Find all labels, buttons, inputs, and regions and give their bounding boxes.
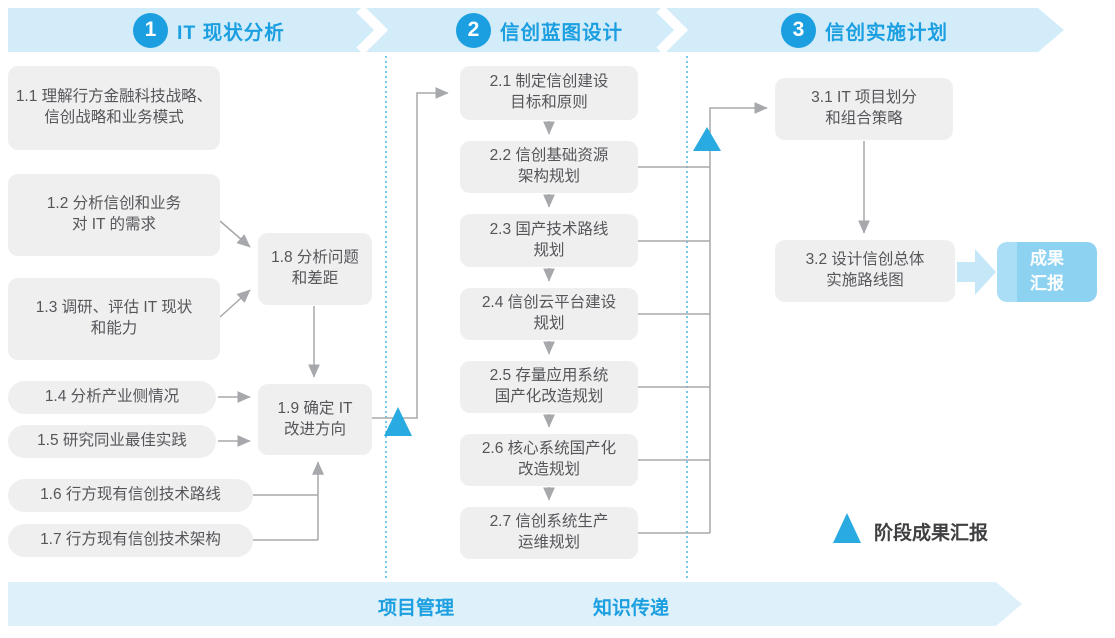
phase-2-header: 2 信创蓝图设计 — [456, 12, 623, 48]
step-box-3-1: 3.1 IT 项目划分 和组合策略 — [775, 78, 953, 140]
phase-1-header: 1 IT 现状分析 — [133, 12, 285, 48]
step-box-2-2: 2.2 信创基础资源 架构规划 — [460, 141, 638, 193]
result-block-arrow-icon — [957, 249, 996, 295]
phase-3-header: 3 信创实施计划 — [781, 12, 948, 48]
step-box-1-4: 1.4 分析产业侧情况 — [8, 381, 216, 414]
step-box-2-4: 2.4 信创云平台建设 规划 — [460, 288, 638, 340]
step-box-2-6: 2.6 核心系统国产化 改造规划 — [460, 434, 638, 486]
milestone-triangle-phase2-icon — [693, 127, 721, 151]
connectors — [218, 87, 870, 541]
footer-project-management-label: 项目管理 — [378, 598, 455, 619]
phase-3-title: 信创实施计划 — [825, 21, 949, 44]
step-box-2-7: 2.7 信创系统生产 运维规划 — [460, 507, 638, 559]
step-box-1-5: 1.5 研究同业最佳实践 — [8, 425, 216, 458]
step-box-1-2: 1.2 分析信创和业务 对 IT 的需求 — [8, 174, 220, 256]
step-box-1-1: 1.1 理解行方金融科技战略、 信创战略和业务模式 — [8, 66, 220, 150]
step-box-2-3: 2.3 国产技术路线 规划 — [460, 214, 638, 267]
step-box-1-9: 1.9 确定 IT 改进方向 — [258, 384, 372, 455]
step-box-2-1: 2.1 制定信创建设 目标和原则 — [460, 66, 638, 120]
phase-3-number-badge: 3 — [781, 12, 816, 48]
phase-2-title: 信创蓝图设计 — [500, 21, 624, 44]
result-report-box: 成果 汇报 — [997, 242, 1097, 302]
legend-triangle-icon — [833, 513, 861, 543]
milestone-triangle-phase1-icon — [384, 407, 412, 436]
footer-knowledge-transfer-label: 知识传递 — [593, 598, 670, 619]
step-box-1-7: 1.7 行方现有信创技术架构 — [8, 524, 253, 557]
phase-band-chevron-2 — [656, 5, 689, 55]
step-box-1-8: 1.8 分析问题 和差距 — [258, 233, 372, 305]
step-box-1-6: 1.6 行方现有信创技术路线 — [8, 479, 253, 512]
phase-band-chevron-1 — [356, 5, 389, 55]
step-box-2-5: 2.5 存量应用系统 国产化改造规划 — [460, 361, 638, 413]
step-box-1-3: 1.3 调研、评估 IT 现状 和能力 — [8, 278, 220, 360]
phase-1-number-badge: 1 — [133, 12, 168, 48]
phase-2-number-badge: 2 — [456, 12, 491, 48]
legend-label: 阶段成果汇报 — [874, 523, 989, 544]
phase-1-title: IT 现状分析 — [177, 21, 285, 44]
step-box-3-2: 3.2 设计信创总体 实施路线图 — [775, 240, 955, 302]
footer-band — [8, 582, 1022, 626]
